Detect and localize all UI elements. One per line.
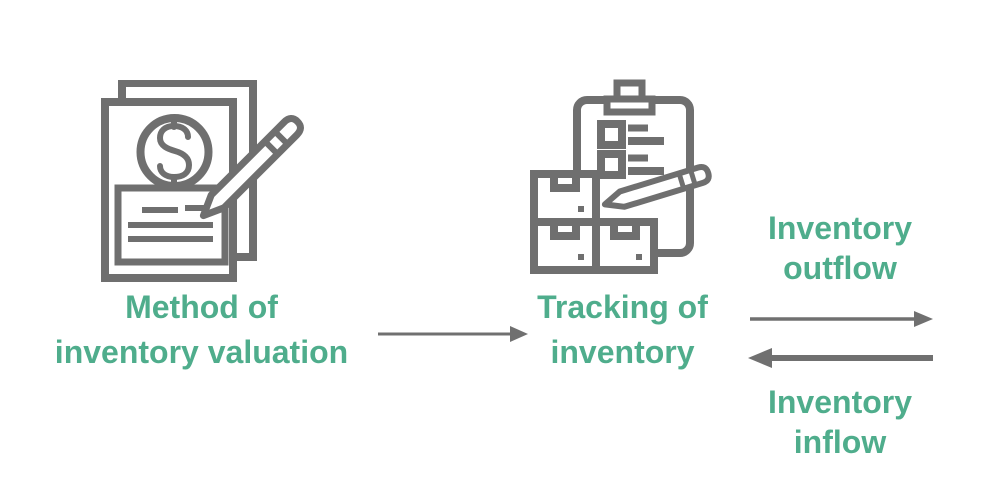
- pencil-icon: [199, 115, 304, 220]
- checklist: [597, 120, 664, 179]
- main-flow-arrow: [378, 326, 528, 342]
- inflow-label-line1: Inventory: [767, 384, 913, 420]
- valuation-node-label: Method of inventory valuation: [30, 285, 373, 375]
- documents-dollar-pencil-icon: [101, 80, 304, 282]
- tracking-label-line2: inventory: [550, 334, 695, 370]
- inflow-label: Inventory inflow: [750, 382, 930, 462]
- clipboard-boxes-pencil-icon: [530, 79, 712, 274]
- inflow-label-line2: inflow: [793, 424, 887, 460]
- dollar-sign-icon: [156, 119, 193, 185]
- pencil-icon: [601, 163, 712, 210]
- valuation-label-line1: Method of: [125, 289, 278, 325]
- tracking-node-label: Tracking of inventory: [500, 285, 745, 375]
- clipboard-clip: [603, 79, 656, 116]
- inventory-boxes: [530, 170, 658, 274]
- signature-lines: [128, 205, 213, 242]
- outflow-label-line2: outflow: [783, 250, 897, 286]
- tracking-label-line1: Tracking of: [537, 289, 708, 325]
- outflow-arrow: [750, 311, 933, 327]
- valuation-label-line2: inventory valuation: [54, 334, 349, 370]
- outflow-label-line1: Inventory: [767, 210, 913, 246]
- inflow-arrow: [748, 348, 933, 368]
- outflow-label: Inventory outflow: [750, 208, 930, 288]
